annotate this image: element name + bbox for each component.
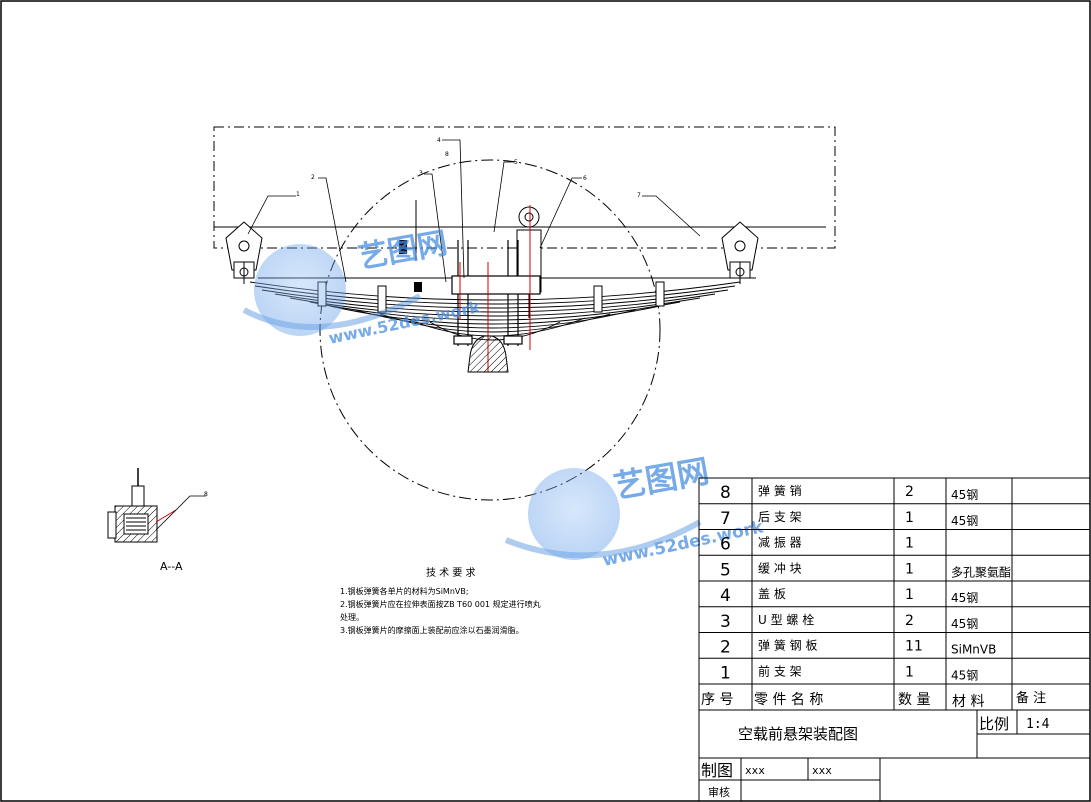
rear-bracket-right: [721, 221, 759, 284]
callout-7: 7: [637, 192, 641, 199]
bom-header-no: 序 号: [701, 692, 733, 708]
bom-row-material: 45钢: [951, 617, 978, 631]
scale-value: 1:4: [1026, 717, 1050, 732]
part-callout-labels: 1 2 3 4 5 6 7 8: [296, 137, 641, 199]
bom-row-qty: 1: [905, 664, 914, 680]
bom-row-name: 减 振 器: [758, 536, 802, 550]
u-bolts: [451, 240, 541, 346]
bom-row-material: 45钢: [951, 668, 978, 682]
bom-row-no: 4: [720, 586, 731, 606]
bom-row-material: 45钢: [951, 591, 978, 605]
bom-row-no: 3: [720, 612, 731, 632]
axle-section: [467, 335, 509, 373]
bom-row-no: 2: [720, 638, 731, 658]
bom-row-name: U 型 螺 栓: [758, 612, 814, 627]
bom-header-qty: 数 量: [898, 692, 930, 708]
note-line-4: 3.钢板弹簧片的摩擦面上装配前应涂以石墨润滑脂。: [340, 625, 524, 635]
bom-row-no: 5: [720, 560, 731, 580]
bom-row-no: 1: [720, 663, 731, 683]
callout-8: 8: [445, 151, 449, 158]
bom-row-qty: 1: [905, 536, 914, 552]
note-line-2: 2.钢板弹簧片应在拉伸表面按ZB T60 001 规定进行喷丸: [340, 599, 541, 609]
drawn-by: xxx: [745, 764, 765, 777]
bom-row-qty: 2: [905, 613, 914, 629]
notes-title: 技 术 要 求: [426, 566, 476, 579]
bom-row-qty: 1: [905, 587, 914, 603]
bom-row-material: SiMnVB: [951, 643, 996, 657]
callout-5: 5: [514, 159, 518, 166]
drawn-date: xxx: [812, 764, 832, 777]
front-bracket-left: [225, 221, 263, 284]
bom-row-material: 多孔聚氨酯: [951, 565, 1011, 579]
bom-row-name: 弹 簧 销: [758, 483, 802, 498]
bom-row-name: 盖 板: [758, 587, 786, 601]
bom-row-name: 缓 冲 块: [758, 560, 802, 575]
bom-row-material: 45钢: [951, 514, 978, 528]
callout-6: 6: [583, 175, 587, 182]
note-line-1: 1.钢板弹簧各单片的材料为SiMnVB;: [340, 586, 469, 596]
bom-row-qty: 1: [905, 561, 914, 577]
section-label: A--A: [160, 560, 183, 573]
drawing-title: 空载前悬架装配图: [738, 725, 858, 743]
technical-notes: 技 术 要 求 1.钢板弹簧各单片的材料为SiMnVB; 2.钢板弹簧片应在拉伸…: [340, 566, 541, 635]
callout-3: 3: [419, 170, 423, 177]
bom-row-qty: 2: [905, 484, 914, 500]
checked-label: 审核: [708, 785, 730, 799]
bom-row-no: 7: [720, 509, 731, 529]
watermark-globe-icon: [528, 468, 620, 560]
note-line-3: 处理。: [340, 612, 364, 622]
bom-row-no: 6: [720, 535, 731, 555]
bom-header-remark: 备 注: [1016, 690, 1046, 706]
watermark-globe-icon: [254, 244, 346, 336]
callout-4: 4: [437, 137, 441, 144]
bom-row-qty: 1: [905, 510, 914, 526]
callout-2: 2: [311, 174, 315, 181]
bom-row-material: 45钢: [951, 488, 978, 502]
bom-row-name: 弹 簧 钢 板: [758, 638, 817, 653]
title-block: [698, 709, 1091, 802]
bom-rows: 8 弹 簧 销 2 45钢 7 后 支 架 1 45钢 6 减 振 器 1 5 缓 冲 块 1 多孔聚氨酯 4…: [699, 478, 1090, 710]
bom-row-qty: 11: [905, 639, 923, 655]
bom-header-material: 材 料: [952, 694, 984, 710]
bom-header-name: 零 件 名 称: [754, 692, 823, 708]
bom-row-name: 前 支 架: [758, 663, 802, 678]
bom-row-name: 后 支 架: [758, 510, 802, 524]
bill-of-materials: 8 弹 簧 销 2 45钢 7 后 支 架 1 45钢 6 减 振 器 1 5 缓 冲 块 1 多孔聚氨酯 4…: [698, 477, 1091, 711]
leader-lines: [247, 139, 701, 283]
drawn-label: 制图: [701, 761, 733, 780]
section-a-a-view: 8 A--A: [107, 468, 208, 573]
bom-row-no: 8: [720, 483, 731, 503]
scale-label: 比例: [979, 715, 1009, 733]
section-callout: 8: [204, 491, 208, 498]
callout-1: 1: [296, 191, 300, 198]
frame-outline: [213, 126, 836, 249]
